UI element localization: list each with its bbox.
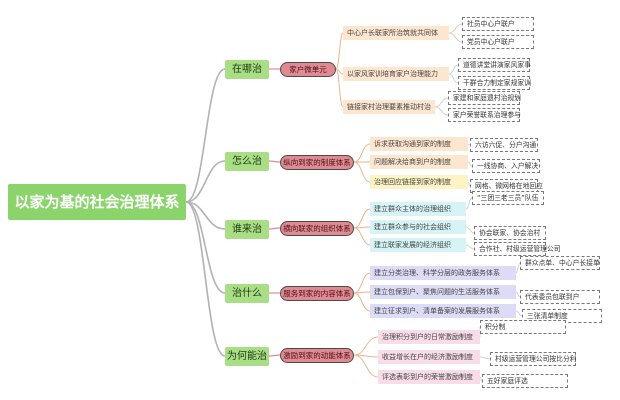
subtopic-2[interactable]: 纵向到家的制度体系 xyxy=(280,155,354,170)
subtopic-1[interactable]: 家户微单元 xyxy=(280,62,336,77)
connector-line xyxy=(353,272,371,294)
connector-line xyxy=(268,160,281,163)
connector-line xyxy=(515,291,521,298)
connector-line xyxy=(465,226,475,234)
connector-line xyxy=(434,106,449,116)
connector-line xyxy=(479,356,491,360)
leaf-5-3-1[interactable]: 五好家庭评选 xyxy=(482,374,568,388)
connector-line xyxy=(434,97,449,108)
item-3-3[interactable]: 建立联家发展的经济组织 xyxy=(370,238,466,252)
leaf-3-2-1[interactable]: 协会联家、协会治村 xyxy=(474,226,546,240)
item-1-1[interactable]: 中心户长联家所治筑就共同体 xyxy=(343,26,449,40)
connector-line xyxy=(185,201,226,230)
connector-line xyxy=(185,201,226,294)
leaf-3-3-1[interactable]: 合作社、村级运营管理公司 xyxy=(474,242,561,256)
item-5-2[interactable]: 收益增长在户的经济激励制度 xyxy=(378,350,480,364)
connector-line xyxy=(467,181,471,187)
leaf-1-3-1[interactable]: 家建和家庭遗村治规划 xyxy=(448,91,521,105)
item-1-3[interactable]: 链接家村治理要素推动村治 xyxy=(343,100,435,114)
item-1-2[interactable]: 以家风家训培育家户治理能力 xyxy=(343,67,449,81)
item-3-1[interactable]: 建立群众主体的治理组织 xyxy=(370,202,466,216)
connector-line xyxy=(353,292,371,312)
connector-line xyxy=(467,161,473,167)
connector-line xyxy=(185,201,226,357)
leaf-5-1-1[interactable]: 积分制 xyxy=(480,320,566,334)
connector-line xyxy=(465,244,475,250)
connector-line xyxy=(185,160,226,203)
connector-line xyxy=(448,73,459,84)
leaf-1-2-2[interactable]: 干群合力制定家规家训 xyxy=(458,76,531,90)
item-3-2[interactable]: 建立群众参与的社会组织 xyxy=(370,220,466,234)
connector-line xyxy=(268,227,281,230)
connector-line xyxy=(335,68,344,108)
leaf-1-2-1[interactable]: 道德讲堂讲演家风家事 xyxy=(458,58,531,72)
connector-line xyxy=(353,161,371,183)
subtopic-3[interactable]: 横向联家的组织体系 xyxy=(280,221,354,236)
connector-line xyxy=(448,32,463,43)
connector-line xyxy=(448,64,459,75)
connector-line xyxy=(465,197,473,210)
leaf-1-1-1[interactable]: 社员中心户联户 xyxy=(462,17,534,31)
leaf-1-3-2[interactable]: 家户荣誉联系治理参与 xyxy=(448,108,521,122)
connector-line xyxy=(353,143,371,163)
connector-line xyxy=(353,354,379,378)
connector-line xyxy=(515,262,521,274)
connector-line xyxy=(353,208,371,229)
item-2-2[interactable]: 问题解决给商到户的制度 xyxy=(370,155,468,169)
leaf-1-1-2[interactable]: 党员中心户联户 xyxy=(462,35,534,49)
item-4-1[interactable]: 建立分类治理、科学分层的政务服务体系 xyxy=(370,266,516,280)
item-5-3[interactable]: 评选表彰到户的荣誉激励制度 xyxy=(378,370,480,384)
connector-line xyxy=(467,143,471,146)
item-2-3[interactable]: 治理回应链接到家的制度 xyxy=(370,175,468,189)
leaf-5-2-1[interactable]: 村级运营管理公司按比分利 xyxy=(490,352,577,366)
leaf-2-2-1[interactable]: 一线协商、入户解决 xyxy=(472,159,540,173)
leaf-4-1-1[interactable]: 群众点单、中心户长接单 xyxy=(520,256,600,270)
item-4-2[interactable]: 建立包保到户、聚焦问题的生活服务体系 xyxy=(370,285,516,299)
root-topic[interactable]: 以家为基的社会治理体系 xyxy=(8,184,186,220)
branch-topic-4[interactable]: 治什么 xyxy=(225,284,269,303)
subtopic-5[interactable]: 激励到家的动能体系 xyxy=(280,348,354,363)
connector-line xyxy=(335,32,344,70)
connector-line xyxy=(448,23,463,34)
branch-topic-3[interactable]: 谁来治 xyxy=(225,220,269,239)
subtopic-4[interactable]: 服务到家的内容体系 xyxy=(280,286,354,301)
leaf-4-2-1[interactable]: 代表委员包联到户 xyxy=(520,290,600,304)
connector-line xyxy=(353,336,379,356)
branch-topic-5[interactable]: 为何能治 xyxy=(225,347,269,366)
branch-topic-1[interactable]: 在哪治 xyxy=(225,60,269,79)
connector-line xyxy=(268,354,281,357)
connector-line xyxy=(515,310,523,317)
item-5-1[interactable]: 治理积分到户的日常激励制度 xyxy=(378,330,480,344)
leaf-2-1-1[interactable]: 六访六促、分户沟通 xyxy=(470,138,538,152)
connector-line xyxy=(353,227,371,246)
leaf-3-1-1[interactable]: “三团三老三员”队伍 xyxy=(472,191,544,205)
connector-line xyxy=(479,376,483,382)
branch-topic-2[interactable]: 怎么治 xyxy=(225,152,269,171)
connector-line xyxy=(185,68,226,203)
item-2-1[interactable]: 诉求获取沟通到家的制度 xyxy=(370,137,468,151)
item-4-3[interactable]: 建立征求到户、清单备案的发展服务体系 xyxy=(370,304,516,318)
